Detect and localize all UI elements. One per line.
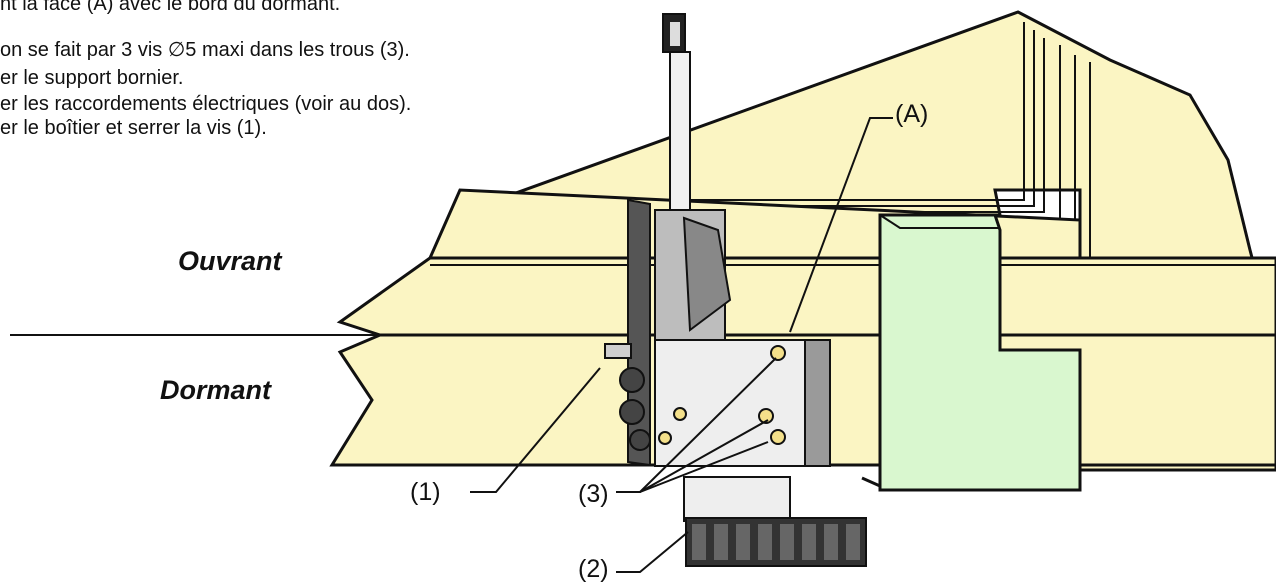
terminal-block (683, 476, 867, 567)
instruction-4: er les raccordements électriques (voir a… (0, 93, 412, 115)
instruction-2: on se fait par 3 vis ∅5 maxi dans les tr… (0, 39, 410, 61)
left-bracket (604, 198, 732, 467)
sensor-box (861, 213, 1082, 492)
callout-1: (1) (410, 478, 441, 506)
callout-2: (2) (578, 555, 609, 583)
ouvrant-label: Ouvrant (178, 246, 282, 276)
callout-a: (A) (895, 100, 929, 128)
hole-2 (758, 408, 774, 424)
ouvrant-front (336, 256, 1276, 337)
leader-lines (470, 117, 893, 573)
hole-1 (770, 345, 786, 361)
instruction-1: nt la face (A) avec le bord du dormant. (0, 0, 341, 15)
dormant-label: Dormant (160, 375, 272, 405)
hole-3 (770, 429, 786, 445)
instruction-5: er le boîtier et serrer la vis (1). (0, 117, 267, 139)
mounting-plate (654, 339, 831, 467)
magnet-rod (662, 13, 691, 249)
callout-3: (3) (578, 480, 609, 508)
instruction-3: er le support bornier. (0, 67, 184, 89)
